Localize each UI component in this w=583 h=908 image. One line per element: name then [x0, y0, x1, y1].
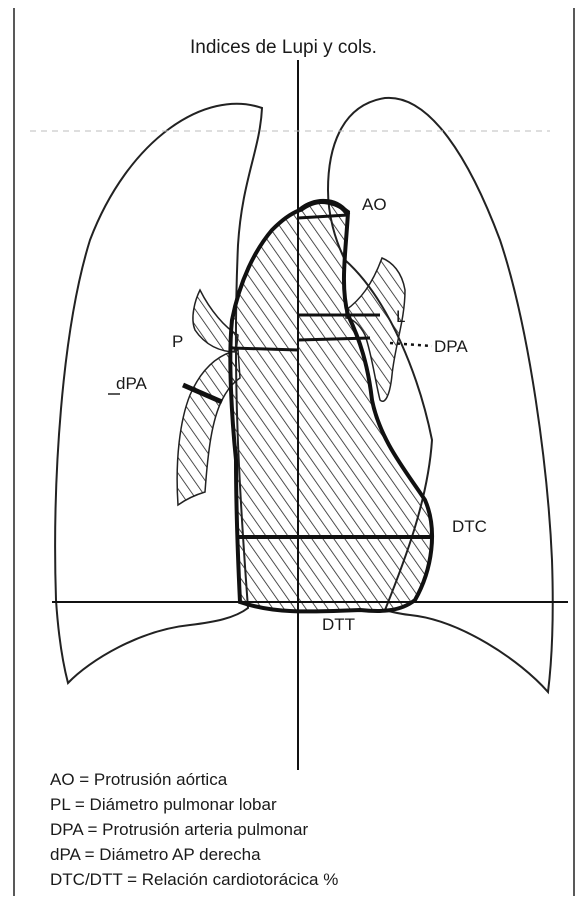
cardiac-silhouette	[230, 202, 432, 612]
legend-line-dtc-dtt: DTC/DTT = Relación cardiotorácica %	[50, 870, 338, 889]
label-l: L	[396, 307, 405, 326]
legend-line-dpa-right: dPA = Diámetro AP derecha	[50, 845, 261, 864]
dpa-measure-line	[298, 338, 370, 340]
label-dtc: DTC	[452, 517, 487, 536]
label-p: P	[172, 332, 183, 351]
label-dpa-upper: DPA	[434, 337, 468, 356]
legend-line-pl: PL = Diámetro pulmonar lobar	[50, 795, 277, 814]
label-ao: AO	[362, 195, 387, 214]
legend-line-ao: AO = Protrusión aórtica	[50, 770, 228, 789]
label-dpa-lower: dPA	[116, 374, 148, 393]
diagram-title: Indices de Lupi y cols.	[190, 37, 377, 58]
p-measure-line	[232, 348, 298, 350]
legend: AO = Protrusión aórtica PL = Diámetro pu…	[50, 770, 338, 889]
legend-line-dpa: DPA = Protrusión arteria pulmonar	[50, 820, 308, 839]
label-dtt: DTT	[322, 615, 355, 634]
